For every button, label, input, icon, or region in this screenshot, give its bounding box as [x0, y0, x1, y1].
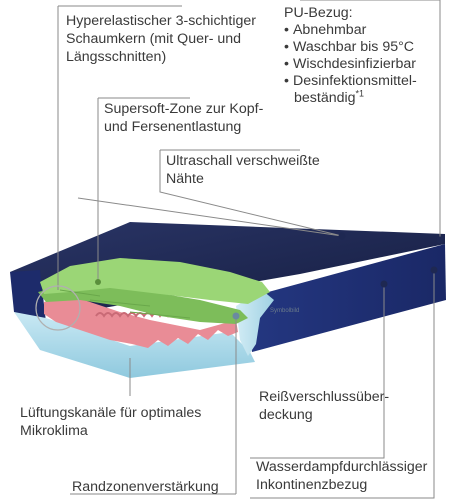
- label-incontinence-cover: Wasserdampfdurchlässiger Inkontinenzbezu…: [256, 458, 427, 494]
- label-cover-line1: Wasserdampfdurchlässiger: [256, 459, 428, 475]
- label-supersoft-line1: Supersoft-Zone zur Kopf-: [104, 101, 264, 117]
- symbol-image-note: Symbolbild: [270, 308, 299, 315]
- leader-lines: [57, 0, 441, 499]
- label-foam-core-line2: Schaumkern (mit Quer- und: [66, 31, 242, 47]
- foam-cut-lines: [59, 289, 191, 319]
- label-foam-core-line3: Längsschnitten): [66, 49, 167, 65]
- label-air-line1: Lüftungskanäle für optimales: [20, 405, 202, 421]
- base-foam-layer: [14, 312, 255, 378]
- cover-front-side: [246, 244, 446, 352]
- label-air-line2: Mikroklima: [20, 423, 88, 439]
- label-supersoft-line2: und Fersenentlastung: [104, 119, 242, 135]
- green-foam-lower: [38, 282, 248, 324]
- cover-end-side: [10, 270, 46, 322]
- label-foam-core-line1: Hyperelastischer 3-schichtiger: [66, 13, 257, 29]
- label-pu-cover: PU-Bezug: Abnehmbar Waschbar bis 95°C Wi…: [284, 4, 417, 107]
- label-zipper-cover: Reißverschlussüber- deckung: [259, 388, 389, 424]
- detail-circle: [35, 285, 81, 331]
- footnote-mark: *1: [355, 88, 365, 99]
- pu-item-wipeable: Wischdesinfizierbar: [284, 56, 417, 73]
- cover-cut-edge: [236, 290, 274, 356]
- pu-item-disinfectant-cont: beständig*1: [284, 88, 417, 107]
- label-seams-line2: Nähte: [166, 171, 204, 187]
- label-seams-line1: Ultraschall verschweißte: [166, 153, 320, 169]
- pink-foam-layer: [44, 296, 238, 348]
- pu-item-cont-text: beständig: [294, 90, 356, 106]
- label-ventilation-channels: Lüftungskanäle für optimales Mikroklima: [20, 404, 201, 440]
- pu-item-washable: Waschbar bis 95°C: [284, 39, 417, 56]
- label-supersoft-zone: Supersoft-Zone zur Kopf- und Fersenentla…: [104, 100, 263, 136]
- label-zipper-line2: deckung: [259, 407, 313, 423]
- pu-item-removable: Abnehmbar: [284, 22, 417, 39]
- pu-cover-title: PU-Bezug:: [284, 5, 353, 21]
- label-ultrasonic-seams: Ultraschall verschweißte Nähte: [166, 152, 320, 188]
- pu-cover-list: Abnehmbar Waschbar bis 95°C Wischdesinfi…: [284, 22, 417, 107]
- label-edge-reinforcement: Randzonenverstärkung: [72, 478, 219, 496]
- label-foam-core: Hyperelastischer 3-schichtiger Schaumker…: [66, 12, 256, 66]
- pu-item-disinfectant: Desinfektionsmittel-: [284, 73, 417, 90]
- symbol-image-text: Symbolbild: [270, 308, 300, 314]
- label-cover-line2: Inkontinenzbezug: [256, 477, 368, 493]
- label-zipper-line1: Reißverschlussüber-: [259, 389, 390, 405]
- leader-dots: [95, 232, 444, 320]
- label-edge-text: Randzonenverstärkung: [72, 479, 219, 495]
